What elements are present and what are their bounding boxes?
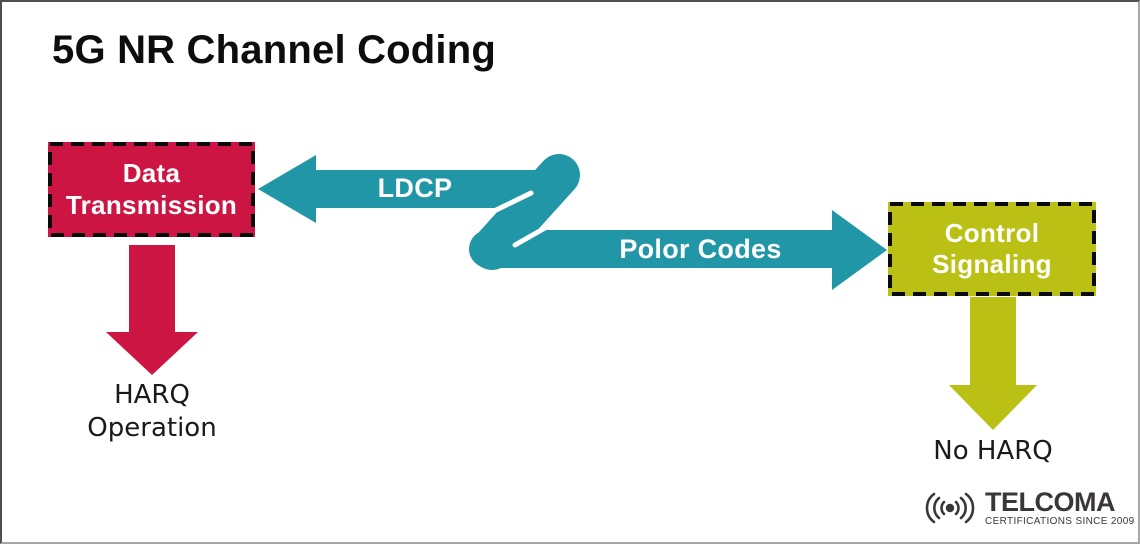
radio-waves-icon <box>925 492 975 524</box>
ribbon-slit-lower <box>512 221 555 248</box>
teal-ribbon-arrow <box>258 154 887 290</box>
logo-tagline: CERTIFICATIONS SINCE 2009 <box>985 516 1135 527</box>
no-harq-down-arrow-icon <box>949 297 1037 430</box>
ribbon-slit-upper <box>487 190 534 216</box>
node-data-transmission: Data Transmission <box>48 142 255 237</box>
no-harq-label: No HARQ <box>933 436 1053 466</box>
ldcp-arrowhead-icon <box>258 155 316 223</box>
ldcp-arrow-label: LDCP <box>377 173 453 203</box>
harq-operation-label: HARQ Operation <box>87 380 217 443</box>
node-label: Control Signaling <box>932 217 1052 279</box>
polar-arrowhead-icon <box>832 210 887 290</box>
harq-down-arrow-icon <box>106 245 198 375</box>
telcoma-logo: TELCOMA CERTIFICATIONS SINCE 2009 <box>920 486 1135 530</box>
page-title: 5G NR Channel Coding <box>52 28 496 72</box>
logo-text: TELCOMA CERTIFICATIONS SINCE 2009 <box>985 487 1135 528</box>
logo-name: TELCOMA <box>985 487 1115 517</box>
node-control-signaling: Control Signaling <box>888 202 1096 296</box>
polar-codes-arrow-label: Polor Codes <box>619 234 782 264</box>
node-label: Data Transmission <box>65 158 238 220</box>
